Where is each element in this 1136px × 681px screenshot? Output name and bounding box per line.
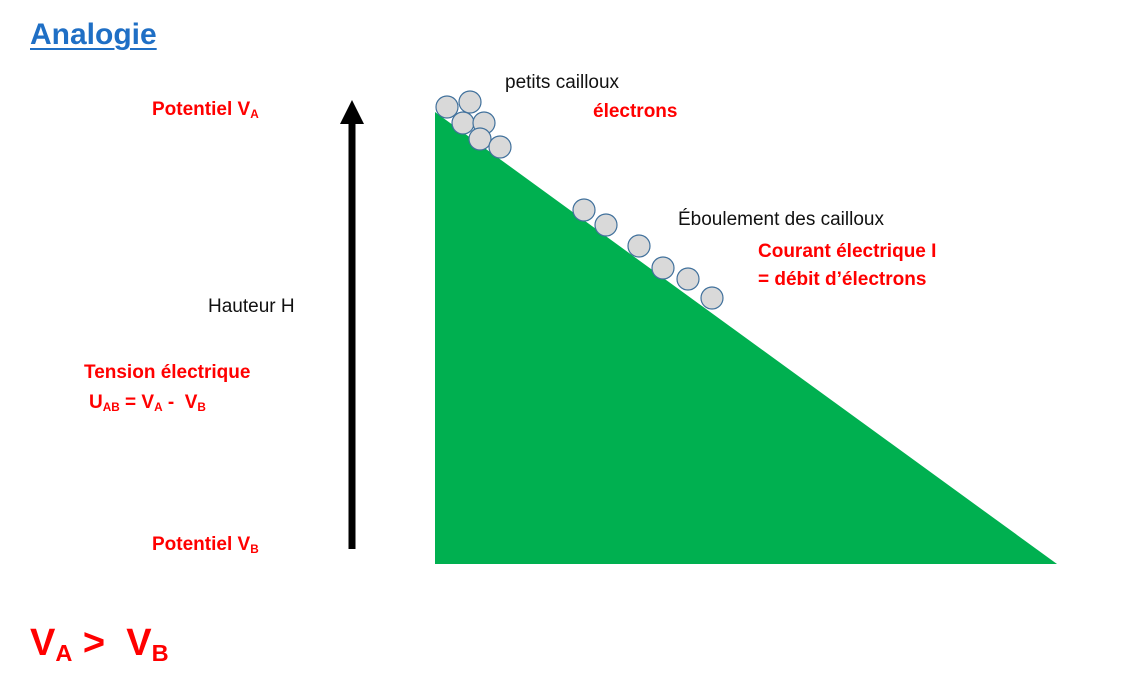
current-label: Courant électrique I — [758, 241, 937, 262]
pebble — [435, 95, 459, 119]
potential-b-label: Potentiel VB — [152, 534, 259, 556]
pebble — [468, 127, 492, 151]
height-label: Hauteur H — [208, 296, 295, 317]
electrons-label: électrons — [593, 101, 678, 122]
pebbles-label: petits cailloux — [505, 72, 620, 93]
current-definition-label: = débit d’électrons — [758, 269, 927, 290]
pebble — [488, 135, 512, 159]
pebble — [651, 256, 675, 280]
page-title: Analogie — [30, 18, 157, 51]
pebble — [451, 111, 475, 135]
tension-title: Tension électrique — [84, 362, 251, 383]
pebble — [700, 286, 724, 310]
slope-triangle — [435, 112, 1057, 564]
rockfall-label: Éboulement des cailloux — [678, 209, 884, 230]
tension-formula: UAB = VA - VB — [89, 392, 206, 414]
potential-a-label: Potentiel VA — [152, 99, 259, 121]
pebble — [458, 90, 482, 114]
pebble — [676, 267, 700, 291]
pebble — [594, 213, 618, 237]
potential-inequality: VA > VB — [30, 622, 169, 666]
pebble — [572, 198, 596, 222]
height-arrow-head — [340, 100, 364, 124]
pebble — [627, 234, 651, 258]
pebbles-group — [435, 90, 724, 310]
